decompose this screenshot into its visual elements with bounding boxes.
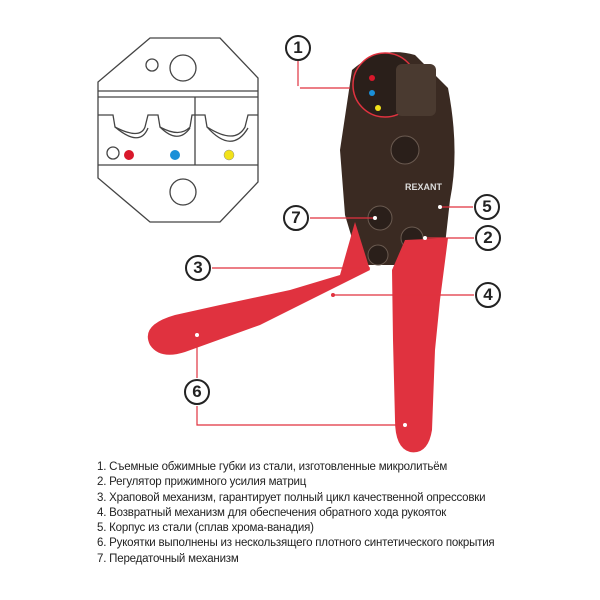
legend-item-3: 3. Храповой механизм, гарантирует полный… [97,491,486,504]
callout-2: 2 [475,225,501,251]
marking-icon [145,58,159,72]
legend-item-4: 4. Возвратный механизм для обеспечения о… [97,506,447,519]
callout-3: 3 [185,255,211,281]
callout-1: 1 [285,35,311,61]
legend-item-5: 5. Корпус из стали (сплав хрома-ванадия) [97,522,314,535]
blue-marker [170,150,180,160]
callout-6: 6 [184,379,210,405]
red-marker [124,150,134,160]
legend-item-2: 2. Регулятор прижимного усилия матриц [97,476,307,489]
callout-4: 4 [475,282,501,308]
die-detail-drawing [97,37,259,223]
legend-item-6: 6. Рукоятки выполнены из нескользящего п… [97,537,495,550]
right-handle [392,238,448,453]
legend-item-1: 1. Съемные обжимные губки из стали, изго… [97,461,448,473]
leader-dots [195,86,442,427]
tool-body: REXANT [340,52,455,266]
callout-7: 7 [283,205,309,231]
legend-item-7: 7. Передаточный механизм [97,552,239,565]
callout-5: 5 [474,194,500,220]
legend-list: 1. Съемные обжимные губки из стали, изго… [97,460,495,567]
left-handle [147,222,370,355]
yellow-marker [223,149,235,161]
brand-logo: REXANT [405,182,443,192]
